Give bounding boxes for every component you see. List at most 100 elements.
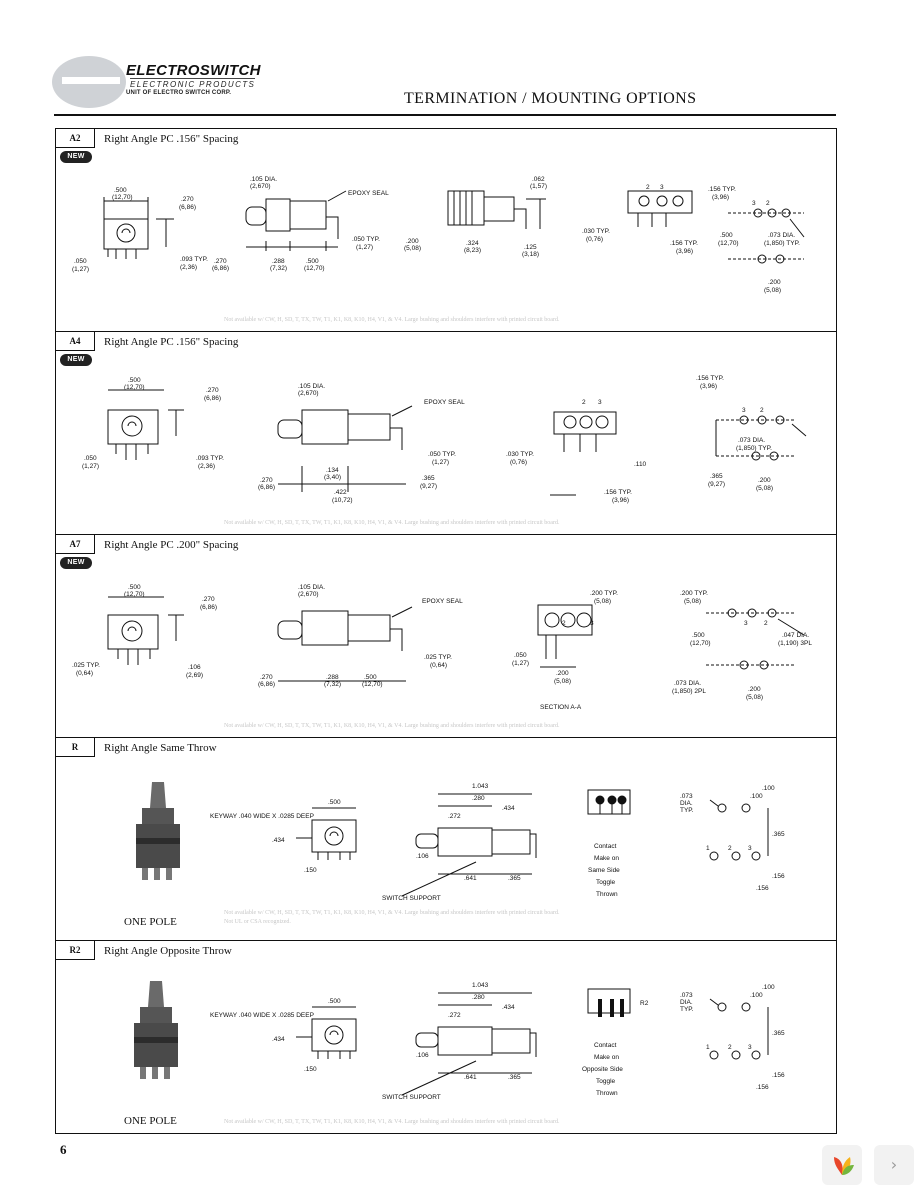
svg-text:3: 3	[660, 184, 664, 191]
option-code: A4	[56, 332, 95, 351]
dim-label: .106	[416, 1052, 429, 1059]
svg-text:(1,27): (1,27)	[72, 266, 89, 273]
svg-text:(1,850) TYP.: (1,850) TYP.	[736, 445, 772, 452]
dim-label: .500	[328, 998, 341, 1005]
option-title: Right Angle PC .156" Spacing	[104, 133, 239, 145]
dim-label: .272	[448, 1012, 461, 1019]
svg-text:3: 3	[742, 407, 746, 414]
svg-text:.105 DIA.: .105 DIA.	[298, 584, 325, 591]
svg-text:.106: .106	[188, 664, 201, 671]
svg-text:3: 3	[598, 399, 602, 406]
svg-text:3: 3	[744, 620, 748, 627]
next-page-button[interactable]: ›	[874, 1145, 914, 1185]
svg-text:.288: .288	[326, 674, 339, 681]
dim-label: .434	[502, 805, 515, 812]
dim-label: .365	[508, 875, 521, 882]
svg-text:.105 DIA.: .105 DIA.	[298, 383, 325, 390]
header-rule	[54, 114, 836, 116]
logo-oval-icon	[52, 56, 126, 108]
option-code: R	[56, 738, 95, 757]
new-badge: NEW	[60, 557, 92, 569]
contact-note-line: Thrown	[596, 891, 618, 898]
svg-text:(5,08): (5,08)	[684, 598, 701, 605]
svg-text:(3,96): (3,96)	[612, 497, 629, 504]
svg-text:.062: .062	[532, 176, 545, 183]
page-number: 6	[60, 1142, 67, 1157]
svg-text:(6,86): (6,86)	[258, 484, 275, 491]
svg-text:.422: .422	[334, 489, 347, 496]
toggle-switch-photo	[136, 782, 180, 880]
viewer-logo-icon[interactable]	[822, 1145, 862, 1185]
r-drawings: KEYWAY .040 WIDE X .0285 DEEP .500 .434 …	[136, 782, 785, 902]
svg-text:.073 DIA.: .073 DIA.	[768, 232, 795, 239]
dim-label: .365	[772, 831, 785, 838]
panel-r2: R2 Right Angle Opposite Throw	[56, 941, 836, 1133]
svg-text:.025 TYP.: .025 TYP.	[72, 662, 100, 669]
availability-note: Not available w/ CW, H, SD, T, TX, TW, T…	[224, 1119, 560, 1125]
pin-number: 2	[728, 1044, 732, 1051]
svg-text:.324: .324	[466, 240, 479, 247]
svg-text:(6,86): (6,86)	[200, 604, 217, 611]
svg-text:.073 DIA.: .073 DIA.	[674, 680, 701, 687]
r2-label: R2	[640, 1000, 649, 1007]
svg-text:EPOXY SEAL: EPOXY SEAL	[424, 399, 465, 406]
dim-label: DIA.	[680, 999, 693, 1006]
svg-text:.500: .500	[306, 258, 319, 265]
dim-label: .280	[472, 994, 485, 1001]
svg-text:.030 TYP.: .030 TYP.	[582, 228, 610, 235]
svg-text:(12,70): (12,70)	[304, 265, 325, 272]
svg-text:(5,08): (5,08)	[756, 485, 773, 492]
electroswitch-logo: ELECTROSWITCH ELECTRONIC PRODUCTS UNIT O…	[52, 56, 264, 108]
new-badge: NEW	[60, 151, 92, 163]
a7-drawings: .500(12,70) .270(6,86) .025 TYP.(0,64) .…	[72, 584, 812, 711]
svg-text:.156 TYP.: .156 TYP.	[708, 186, 736, 193]
contact-note-line: Opposite Side	[582, 1066, 623, 1073]
svg-text:(5,08): (5,08)	[764, 287, 781, 294]
svg-text:.050: .050	[84, 455, 97, 462]
svg-text:3: 3	[590, 620, 594, 627]
svg-text:(8,23): (8,23)	[464, 247, 481, 254]
svg-text:.030 TYP.: .030 TYP.	[506, 451, 534, 458]
dim-label: .641	[464, 875, 477, 882]
dim-label: .156	[756, 885, 769, 892]
svg-text:.200: .200	[748, 686, 761, 693]
svg-text:(3,96): (3,96)	[676, 248, 693, 255]
panel-a4: A4 Right Angle PC .156" Spacing NEW	[56, 332, 836, 535]
svg-text:.500: .500	[128, 584, 141, 591]
svg-text:(6,86): (6,86)	[258, 681, 275, 688]
svg-text:(0,64): (0,64)	[76, 670, 93, 677]
svg-text:(1,850) TYP.: (1,850) TYP.	[764, 240, 800, 247]
svg-text:(0,76): (0,76)	[510, 459, 527, 466]
svg-text:.110: .110	[634, 461, 647, 468]
svg-text:.270: .270	[260, 674, 273, 681]
svg-text:.500: .500	[720, 232, 733, 239]
logo-subtitle: ELECTRONIC PRODUCTS	[130, 78, 256, 89]
pin-number: 1	[706, 1044, 710, 1051]
dim-label: .156	[756, 1084, 769, 1091]
svg-text:(6,86): (6,86)	[179, 204, 196, 211]
svg-text:.050 TYP.: .050 TYP.	[352, 236, 380, 243]
contact-note-line: Toggle	[596, 1078, 616, 1085]
section-label: SECTION A-A	[540, 704, 582, 711]
svg-text:(12,70): (12,70)	[124, 591, 145, 598]
svg-text:(9,27): (9,27)	[420, 483, 437, 490]
panel-a2: A2 Right Angle PC .156" Spacing NEW	[56, 129, 836, 332]
svg-text:(2,670): (2,670)	[298, 390, 319, 397]
page-title: TERMINATION / MOUNTING OPTIONS	[404, 90, 697, 107]
toggle-switch-photo	[134, 981, 178, 1079]
svg-text:3: 3	[752, 200, 756, 207]
svg-text:.125: .125	[524, 244, 537, 251]
svg-text:(0,76): (0,76)	[586, 236, 603, 243]
svg-text:(5,08): (5,08)	[404, 245, 421, 252]
svg-text:(5,08): (5,08)	[746, 694, 763, 701]
one-pole-label: ONE POLE	[124, 916, 177, 928]
keyway-note: KEYWAY .040 WIDE X .0285 DEEP	[210, 813, 314, 820]
option-title: Right Angle Same Throw	[104, 742, 217, 754]
chevron-right-icon: ›	[890, 1155, 898, 1174]
svg-text:.200: .200	[406, 238, 419, 245]
dim-label: .272	[448, 813, 461, 820]
svg-text:.156 TYP.: .156 TYP.	[696, 375, 724, 382]
svg-text:.365: .365	[710, 473, 723, 480]
availability-note: Not available w/ CW, H, SD, T, TX, TW, T…	[224, 317, 560, 323]
pin-number: 1	[706, 845, 710, 852]
